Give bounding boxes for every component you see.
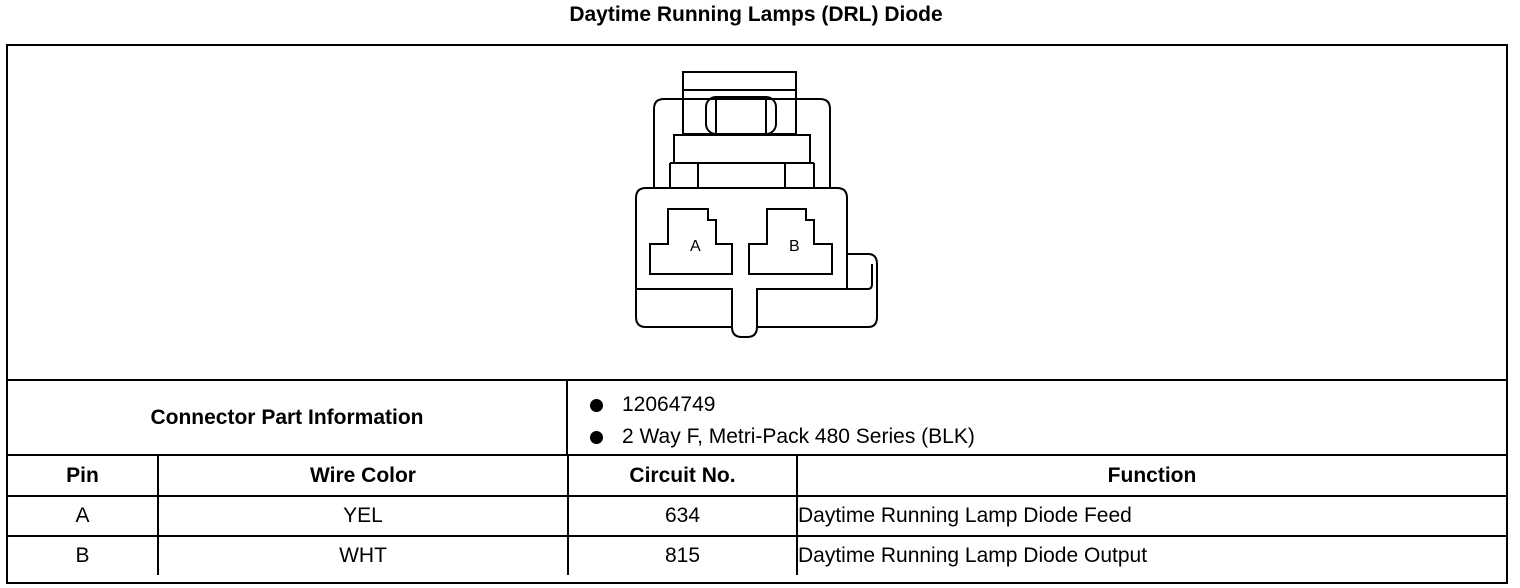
cavity-label-a: A bbox=[690, 238, 701, 255]
header-pin: Pin bbox=[8, 456, 159, 497]
table-row: A YEL 634 Daytime Running Lamp Diode Fee… bbox=[8, 495, 1506, 537]
wire-color-cell: YEL bbox=[157, 495, 569, 537]
pin-table: Pin Wire Color Circuit No. Function A YE… bbox=[8, 456, 1506, 575]
header-function: Function bbox=[796, 456, 1506, 497]
header-circuit: Circuit No. bbox=[567, 456, 798, 497]
connector-info-label: Connector Part Information bbox=[8, 381, 568, 454]
cavity-a bbox=[649, 208, 733, 275]
lock-tab bbox=[682, 71, 797, 135]
pin-cell: A bbox=[8, 495, 159, 537]
connector-diagram-area: A B bbox=[8, 46, 1506, 381]
page-title: Daytime Running Lamps (DRL) Diode bbox=[569, 3, 943, 26]
connector-drawing: A B bbox=[635, 71, 878, 338]
cavity-b bbox=[748, 208, 833, 275]
circuit-cell: 634 bbox=[567, 495, 798, 537]
pin-cell: B bbox=[8, 535, 159, 575]
connector-frame: A B Connector Part Information 12064749 … bbox=[6, 44, 1508, 584]
cavity-label-b: B bbox=[789, 238, 800, 255]
connector-upper-housing bbox=[653, 98, 831, 188]
function-cell: Daytime Running Lamp Diode Feed bbox=[796, 495, 1506, 537]
connector-info-row: Connector Part Information 12064749 2 Wa… bbox=[8, 381, 1506, 456]
connector-collar bbox=[673, 134, 811, 164]
connector-info-item: 12064749 bbox=[568, 389, 975, 421]
table-row: B WHT 815 Daytime Running Lamp Diode Out… bbox=[8, 535, 1506, 575]
connector-info-list: 12064749 2 Way F, Metri-Pack 480 Series … bbox=[568, 389, 975, 453]
header-wire-color: Wire Color bbox=[157, 456, 569, 497]
bullet-icon bbox=[590, 431, 603, 444]
connector-info-item: 2 Way F, Metri-Pack 480 Series (BLK) bbox=[568, 421, 975, 453]
function-cell: Daytime Running Lamp Diode Output bbox=[796, 535, 1506, 575]
circuit-cell: 815 bbox=[567, 535, 798, 575]
part-number: 12064749 bbox=[622, 393, 716, 416]
wire-color-cell: WHT bbox=[157, 535, 569, 575]
pin-table-header: Pin Wire Color Circuit No. Function bbox=[8, 456, 1506, 497]
bullet-icon bbox=[590, 399, 603, 412]
connector-description: 2 Way F, Metri-Pack 480 Series (BLK) bbox=[622, 425, 975, 448]
